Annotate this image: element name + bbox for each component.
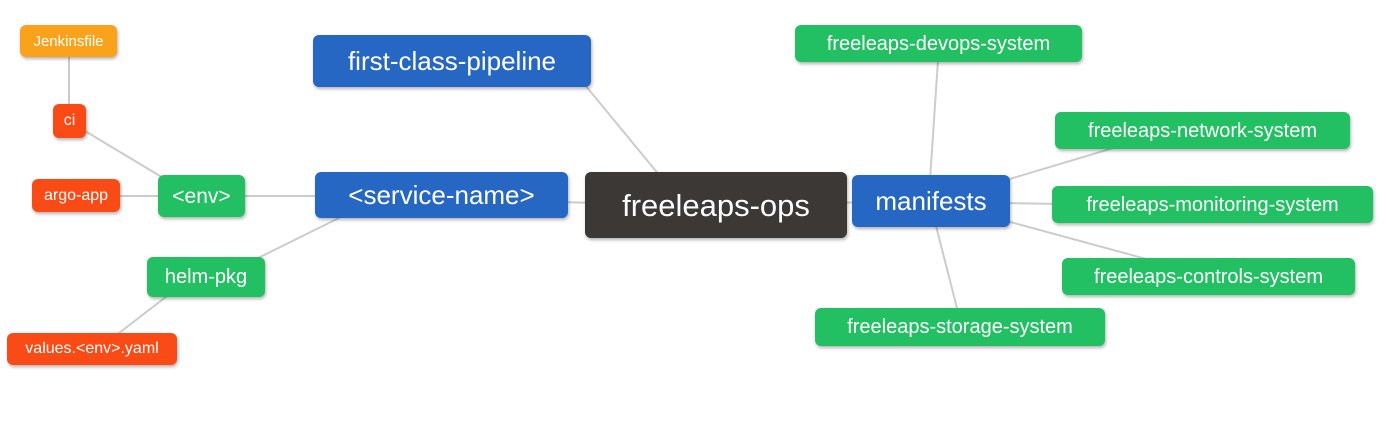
edge-values-env-yaml--helm-pkg (109, 289, 176, 341)
node-values-env-yaml[interactable]: values.<env>.yaml (7, 333, 177, 365)
node-freeleaps-network-system[interactable]: freeleaps-network-system (1055, 112, 1350, 149)
node-freeleaps-storage-system[interactable]: freeleaps-storage-system (815, 308, 1105, 346)
node-service-name[interactable]: <service-name> (315, 172, 568, 218)
node-ci[interactable]: ci (53, 104, 86, 138)
edge-manifests--freeleaps-storage-system (934, 221, 959, 313)
node-first-class-pipeline[interactable]: first-class-pipeline (313, 35, 591, 87)
node-freeleaps-devops-system[interactable]: freeleaps-devops-system (795, 25, 1082, 62)
node-env[interactable]: <env> (158, 175, 245, 217)
node-manifests[interactable]: manifests (852, 175, 1010, 227)
node-freeleaps-monitoring-system[interactable]: freeleaps-monitoring-system (1052, 186, 1373, 223)
edge-manifests--freeleaps-devops-system (929, 59, 939, 181)
edge-ci--env (79, 127, 171, 183)
edge-helm-pkg--service-name (249, 214, 346, 263)
edge-first-class-pipeline--freeleaps-ops (584, 84, 661, 177)
node-freeleaps-controls-system[interactable]: freeleaps-controls-system (1062, 258, 1355, 295)
edge-manifests--freeleaps-monitoring-system (999, 202, 1061, 205)
edge-manifests--freeleaps-network-system (1002, 145, 1121, 182)
node-freeleaps-ops[interactable]: freeleaps-ops (585, 172, 847, 238)
node-helm-pkg[interactable]: helm-pkg (147, 257, 265, 297)
edge-manifests--freeleaps-controls-system (1002, 219, 1151, 261)
node-argo-app[interactable]: argo-app (32, 179, 120, 212)
node-jenkinsfile[interactable]: Jenkinsfile (20, 25, 117, 57)
